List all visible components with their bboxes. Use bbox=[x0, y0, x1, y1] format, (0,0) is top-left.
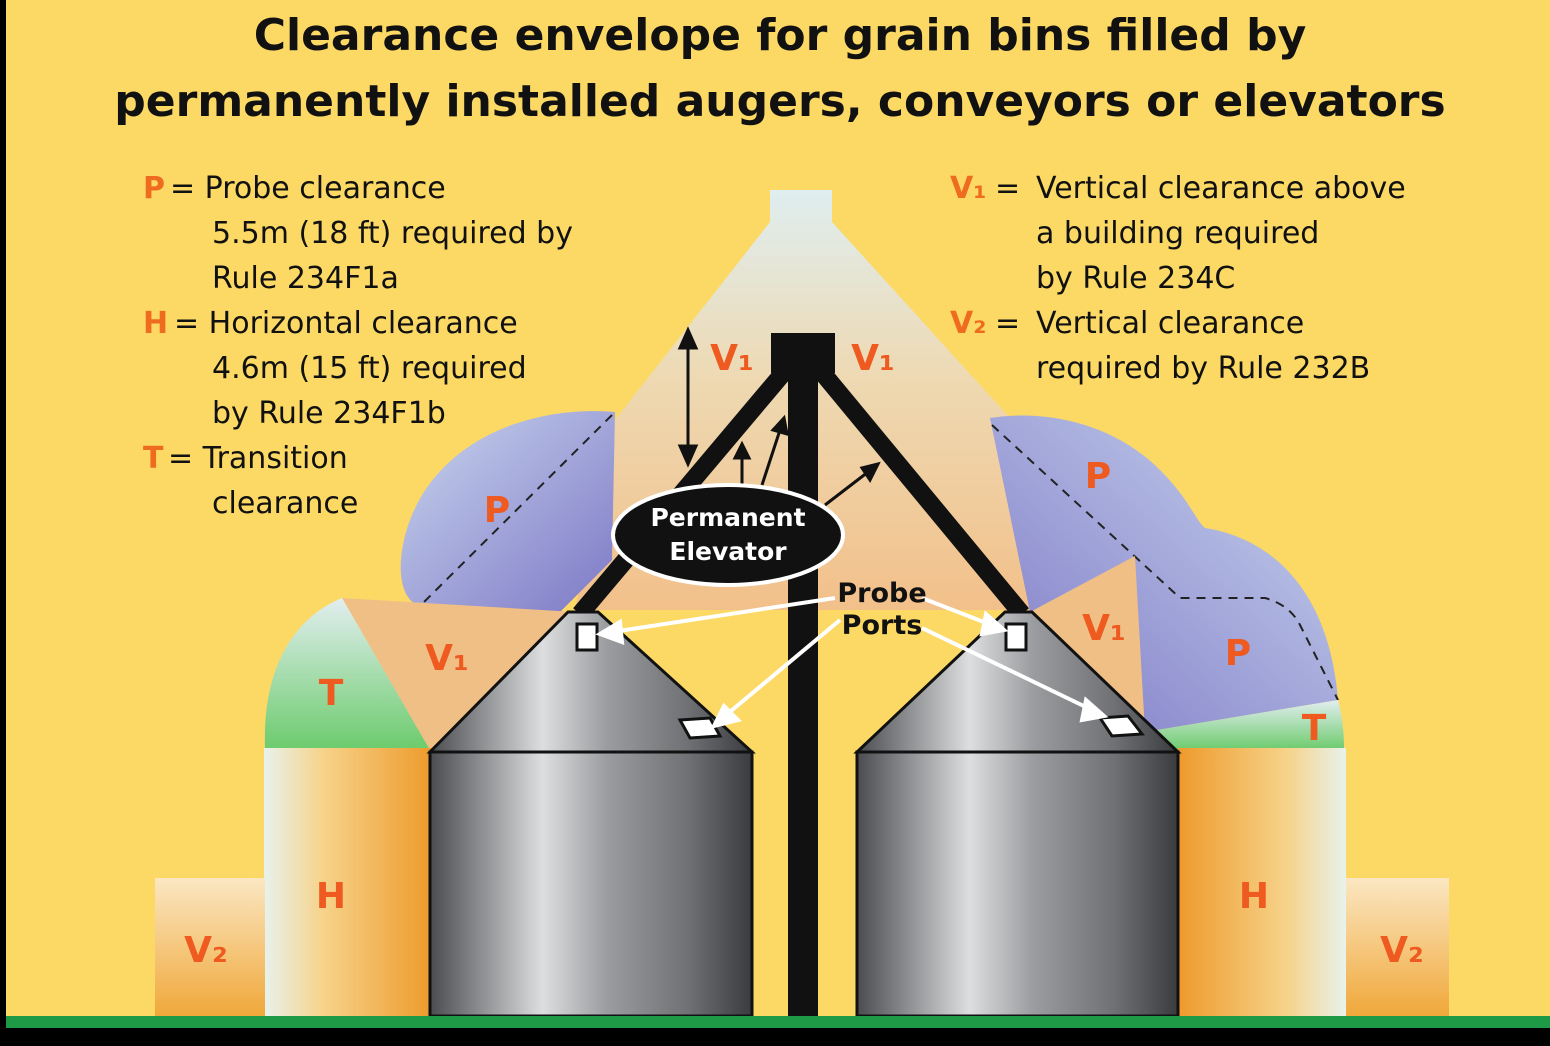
legend-v1-key: V₁ bbox=[950, 171, 986, 206]
legend-t-key: T bbox=[143, 441, 164, 476]
horizontal-zone-left bbox=[264, 748, 432, 1016]
legend-h-line2: 4.6m (15 ft) required bbox=[212, 351, 527, 386]
legend-t-line1: = Transition bbox=[168, 441, 348, 476]
zone-label-v2-right: V₂ bbox=[1380, 930, 1424, 971]
probe-dashed-line-right bbox=[991, 424, 1339, 701]
legend-p-line3: Rule 234F1a bbox=[212, 261, 399, 296]
probe-port-right-top bbox=[1004, 622, 1028, 652]
zone-label-p-left: P bbox=[484, 490, 510, 531]
elevator-structure bbox=[573, 333, 1029, 1020]
v1-clearance-arrows bbox=[677, 326, 881, 507]
probe-port-left-top bbox=[575, 622, 599, 652]
legend-h-line3: by Rule 234F1b bbox=[212, 396, 446, 431]
zone-label-p-right-upper: P bbox=[1085, 456, 1111, 497]
permanent-elevator-callout bbox=[611, 483, 845, 587]
zone-label-v2-left: V₂ bbox=[184, 930, 228, 971]
ground-line bbox=[6, 1016, 1550, 1028]
legend-p-line2: 5.5m (18 ft) required by bbox=[212, 216, 573, 251]
legend-v2-line1: Vertical clearance bbox=[1036, 306, 1304, 341]
elevator-label-line1: Permanent bbox=[650, 503, 805, 532]
legend-v1-line3: by Rule 234C bbox=[1036, 261, 1235, 296]
probe-port-arrows bbox=[595, 596, 1109, 729]
zone-label-t-right: T bbox=[1302, 708, 1327, 749]
legend-right: V₁ = Vertical clearance above a building… bbox=[950, 171, 1406, 386]
legend-v2-line2: required by Rule 232B bbox=[1036, 351, 1370, 386]
probe-zone-right bbox=[990, 415, 1338, 732]
grain-bin-left bbox=[426, 610, 756, 1018]
probe-port-right-side bbox=[1097, 714, 1145, 738]
v2-zone-left bbox=[155, 878, 265, 1016]
v1-zone-left bbox=[342, 598, 575, 750]
zone-label-h-left: H bbox=[316, 876, 346, 917]
zone-label-v1-right: V₁ bbox=[1082, 608, 1126, 649]
v1-zone-right bbox=[1030, 556, 1145, 732]
elevator-label-line2: Elevator bbox=[669, 537, 787, 566]
probe-ports-label-line1: Probe bbox=[837, 578, 926, 609]
legend-h-key: H bbox=[143, 306, 168, 341]
legend-v2-key: V₂ bbox=[950, 306, 986, 341]
zone-label-v1-top-left: V₁ bbox=[710, 338, 754, 379]
zone-label-h-right: H bbox=[1239, 876, 1269, 917]
v2-zone-right bbox=[1346, 878, 1449, 1016]
legend-p-key: P bbox=[143, 171, 165, 206]
zone-label-t-left: T bbox=[319, 673, 344, 714]
transition-zone-right bbox=[1145, 700, 1344, 750]
legend-v1-line2: a building required bbox=[1036, 216, 1319, 251]
title-line1: Clearance envelope for grain bins filled… bbox=[254, 10, 1307, 61]
legend-v1-eq: = bbox=[995, 171, 1020, 206]
zone-label-v1-left: V₁ bbox=[425, 638, 469, 679]
legend-p-line1: = Probe clearance bbox=[170, 171, 446, 206]
legend-v2-eq: = bbox=[995, 306, 1020, 341]
elevator-head bbox=[771, 333, 835, 373]
probe-port-left-side bbox=[677, 716, 723, 740]
legend-v1-line1: Vertical clearance above bbox=[1036, 171, 1406, 206]
title-line2: permanently installed augers, conveyors … bbox=[114, 76, 1445, 127]
legend-left: P = Probe clearance 5.5m (18 ft) require… bbox=[143, 171, 573, 521]
probe-zone-left bbox=[400, 411, 615, 612]
transition-zone-left bbox=[264, 598, 430, 750]
zone-label-p-right-lower: P bbox=[1225, 633, 1251, 674]
zone-label-v1-top-right: V₁ bbox=[851, 338, 895, 379]
probe-dashed-line-left bbox=[421, 414, 613, 605]
horizontal-zone-right bbox=[1178, 748, 1346, 1016]
legend-t-line2: clearance bbox=[212, 486, 358, 521]
legend-h-line1: = Horizontal clearance bbox=[174, 306, 518, 341]
probe-ports-label-line2: Ports bbox=[842, 610, 923, 641]
